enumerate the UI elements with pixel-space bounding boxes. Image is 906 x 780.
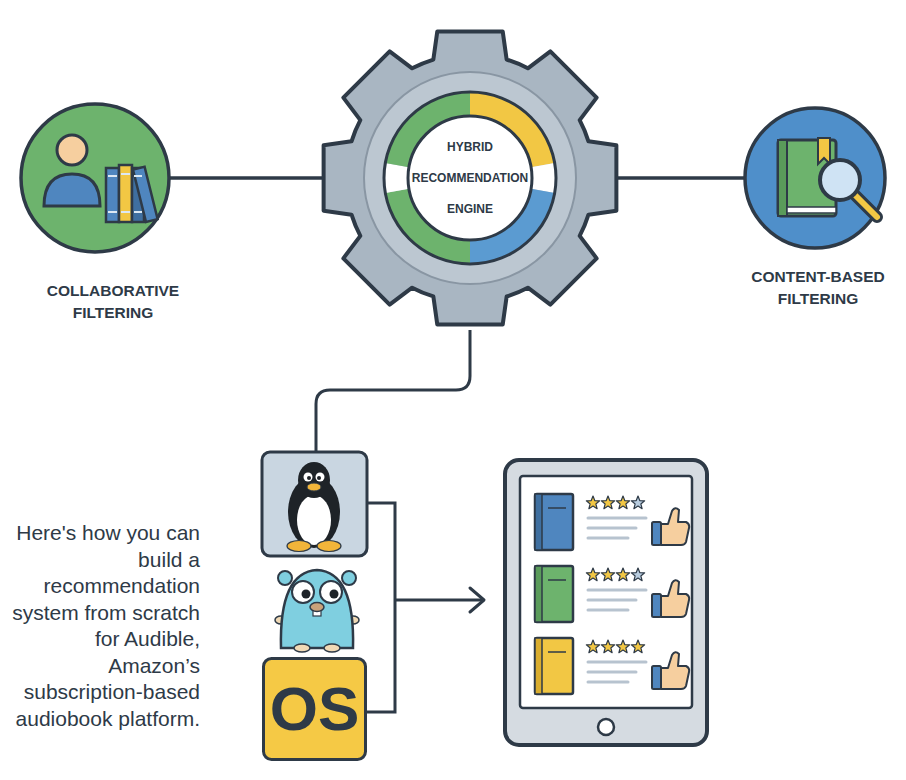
gear-bounds: [322, 30, 618, 326]
recommendation-row: [535, 494, 689, 550]
icon-box: [262, 452, 367, 556]
rating-star: [616, 640, 629, 653]
recommendation-row: [535, 638, 689, 694]
rating-star: [616, 568, 629, 581]
gopher-eye: [292, 581, 314, 603]
penguin-beak: [307, 483, 321, 491]
rating-star: [586, 568, 599, 581]
book-cover: [535, 566, 573, 622]
circle-outline: [745, 108, 885, 248]
gopher-nose: [310, 603, 324, 612]
connector-line: [169, 176, 322, 180]
text-lines: [588, 518, 646, 538]
penguin-belly: [297, 495, 331, 545]
rating-star: [586, 496, 599, 509]
penguin-foot: [287, 541, 311, 552]
rating-star: [631, 496, 644, 509]
ring-segment: [531, 163, 556, 193]
book-title-line: [548, 651, 566, 653]
book-cover: [535, 638, 573, 694]
rating-star: [601, 568, 614, 581]
connector-line: [618, 176, 745, 180]
book-spine: [535, 638, 542, 694]
rating-star: [616, 496, 629, 509]
thumbs-up: [652, 508, 689, 545]
tablet-frame: [505, 460, 707, 745]
gopher-hand: [347, 616, 359, 624]
gear-hub: [364, 72, 576, 284]
gear-ring: [384, 92, 556, 264]
tablet-illustration: [505, 460, 707, 745]
output-arrow: [395, 599, 482, 602]
gopher-pupil: [302, 590, 311, 599]
gear-center: [408, 116, 532, 240]
gopher-foot: [294, 644, 310, 652]
ring-outline: [384, 92, 556, 264]
gopher-ear: [342, 571, 356, 585]
thumbs-up: [652, 652, 689, 689]
ring-segment: [384, 163, 409, 193]
rating-star: [586, 640, 599, 653]
os-box: OS: [262, 657, 367, 761]
tablet-button: [598, 719, 614, 735]
linux-icon: [262, 452, 367, 556]
penguin-foot: [317, 541, 341, 552]
penguin-pupil: [307, 476, 311, 480]
output-arrow-head: [470, 588, 484, 612]
gopher-hand: [275, 616, 287, 624]
platform-bracket: [367, 503, 395, 712]
book-spine: [535, 494, 542, 550]
penguin-head: [298, 462, 330, 498]
book-cover: [535, 494, 573, 550]
filter-label: COLLABORATIVE FILTERING: [20, 280, 206, 324]
gopher-eye: [320, 581, 342, 603]
rating-star: [631, 568, 644, 581]
gopher-foot: [324, 644, 340, 652]
penguin-eye: [304, 473, 313, 482]
penguin-body: [288, 476, 340, 548]
rating-star: [601, 496, 614, 509]
gear-body: [324, 32, 617, 325]
thumbs-up: [652, 580, 689, 617]
os-label: OS: [262, 657, 367, 761]
circle-outline: [21, 104, 169, 252]
text-lines: [588, 662, 646, 682]
filter-circle: COLLABORATIVE FILTERING: [20, 102, 206, 327]
gopher-tooth: [313, 609, 321, 616]
recommendation-row: [535, 566, 689, 622]
gopher-body: [281, 570, 353, 648]
description-text: Here's how you can build a recommendatio…: [2, 520, 200, 732]
filter-label: CONTENT-BASED FILTERING: [730, 266, 906, 310]
rating-star: [601, 640, 614, 653]
gear-shape: [324, 32, 617, 325]
penguin-eye: [316, 473, 325, 482]
engine-gear: HYBRID RECOMMENDATION ENGINE: [318, 26, 622, 330]
tablet-screen: [520, 476, 692, 708]
engine-wire: [316, 330, 470, 452]
book-title-line: [548, 507, 566, 509]
filter-circle: CONTENT-BASED FILTERING: [730, 103, 906, 318]
text-lines: [588, 590, 646, 610]
rating-star: [631, 640, 644, 653]
gopher-ear: [278, 571, 292, 585]
engine-label: HYBRID RECOMMENDATION ENGINE: [408, 132, 532, 225]
book-spine: [535, 566, 542, 622]
penguin-pupil: [317, 476, 321, 480]
gopher-pupil: [330, 590, 339, 599]
book-title-line: [548, 579, 566, 581]
node-shape: [730, 103, 906, 318]
gopher-icon: [275, 570, 359, 652]
